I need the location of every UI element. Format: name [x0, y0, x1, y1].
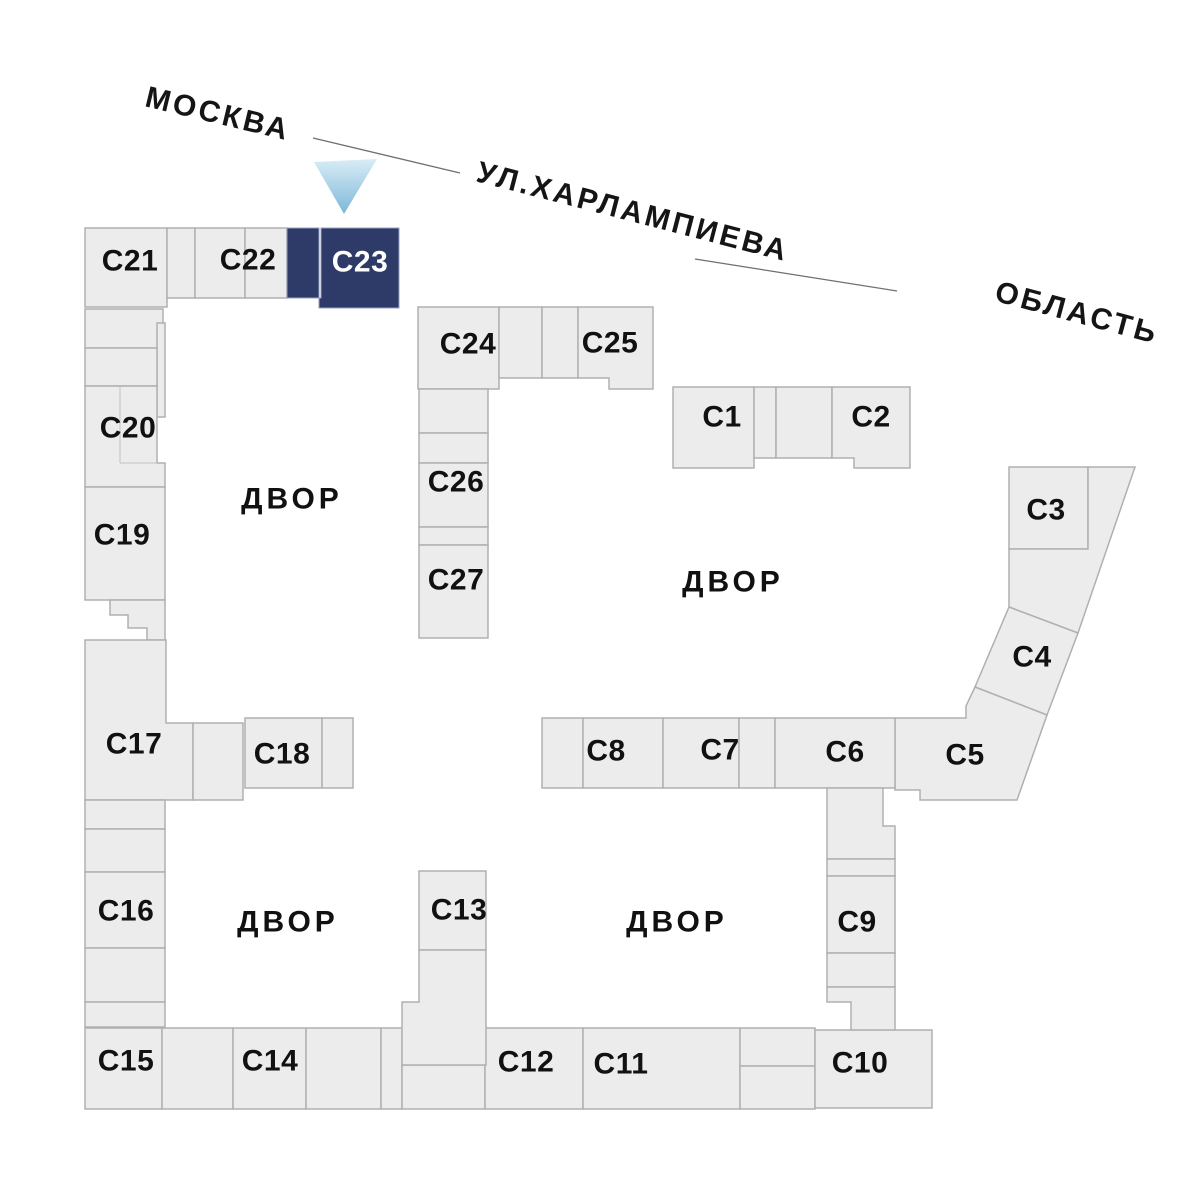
block-label-C6: С6: [825, 736, 864, 769]
block-label-C2: С2: [851, 401, 890, 434]
courtyard-label: ДВОР: [626, 906, 728, 939]
block-C1[interactable]: [672, 386, 755, 469]
courtyard-label: ДВОР: [682, 566, 784, 599]
building-cell: [826, 986, 896, 1031]
street-label-region-oblast: ОБЛАСТЬ: [992, 275, 1163, 350]
street-line: [312, 137, 461, 174]
block-label-C17: С17: [106, 728, 163, 761]
block-label-C19: С19: [94, 519, 151, 552]
block-label-C26: С26: [428, 466, 485, 499]
block-C23a: [286, 227, 320, 299]
block-C25[interactable]: [577, 306, 654, 390]
building-cell: [84, 347, 158, 387]
street-label-city-moscow: МОСКВА: [142, 81, 294, 148]
block-C23[interactable]: [318, 227, 400, 309]
block-label-C18: С18: [254, 738, 311, 771]
building-cell: [753, 386, 777, 459]
block-C5[interactable]: [894, 686, 1048, 801]
block-label-C7: С7: [700, 734, 739, 767]
building-cell: [826, 952, 896, 988]
block-C27[interactable]: [418, 544, 489, 639]
building-cell: [418, 432, 489, 464]
building-cell: [321, 717, 354, 789]
block-C2[interactable]: [831, 386, 911, 469]
courtyard-label: ДВОР: [237, 906, 339, 939]
block-label-C20: С20: [100, 412, 157, 445]
building-cell: [380, 1027, 403, 1110]
block-label-C11: С11: [594, 1048, 649, 1081]
building-cell: [192, 722, 244, 801]
building-cell: [418, 388, 489, 434]
building-cell: [156, 322, 166, 418]
building-cell: [305, 1027, 382, 1110]
block-label-C8: С8: [586, 735, 625, 768]
block-label-C16: С16: [98, 895, 155, 928]
building-cell: [84, 308, 164, 349]
block-label-C22: С22: [220, 244, 277, 277]
building-cell: [84, 828, 166, 873]
building-cell: [738, 717, 776, 789]
block-label-C15: С15: [98, 1045, 155, 1078]
block-C6[interactable]: [774, 717, 896, 789]
block-label-C12: С12: [498, 1046, 555, 1079]
building-cell: [401, 1064, 486, 1110]
block-label-C21: С21: [102, 245, 159, 278]
block-C24[interactable]: [417, 306, 500, 390]
street-label-street-kharlampieva: УЛ.ХАРЛАМПИЕВА: [473, 156, 792, 268]
block-label-C23: С23: [332, 246, 389, 279]
building-cell: [739, 1065, 816, 1110]
block-label-C5: С5: [945, 739, 984, 772]
block-detail-lines: [119, 386, 157, 464]
building-cell: [826, 787, 896, 860]
block-label-C10: С10: [832, 1047, 889, 1080]
building-cell: [775, 386, 833, 459]
building-cell: [166, 227, 196, 299]
building-blocks-layer: [84, 227, 1137, 1110]
building-cell: [84, 1001, 166, 1028]
street-line: [694, 258, 898, 292]
building-cell: [109, 599, 166, 641]
block-label-C3: С3: [1026, 494, 1065, 527]
building-cell: [84, 799, 166, 830]
building-cell: [418, 526, 489, 546]
block-label-C9: С9: [837, 906, 876, 939]
courtyard-labels-layer: ДВОР ДВОР ДВОР ДВОР: [237, 483, 784, 939]
building-cell: [161, 1027, 234, 1110]
building-cell: [541, 717, 584, 789]
block-C17[interactable]: [84, 639, 194, 801]
building-cell: [84, 947, 166, 1003]
block-label-C4: С4: [1012, 641, 1051, 674]
block-label-C25: С25: [582, 327, 639, 360]
block-label-C13: С13: [431, 894, 488, 927]
courtyard-label: ДВОР: [241, 483, 343, 516]
building-cell: [401, 949, 487, 1066]
block-label-C24: С24: [440, 328, 497, 361]
selected-block-pointer-icon: [314, 159, 377, 214]
block-label-C1: С1: [702, 401, 741, 434]
building-cell: [739, 1027, 816, 1067]
building-cell: [826, 858, 896, 877]
building-cell: [498, 306, 543, 379]
building-cell: [541, 306, 579, 379]
block-label-C14: С14: [242, 1045, 299, 1078]
block-C21[interactable]: [84, 227, 168, 308]
block-label-C27: С27: [428, 564, 485, 597]
